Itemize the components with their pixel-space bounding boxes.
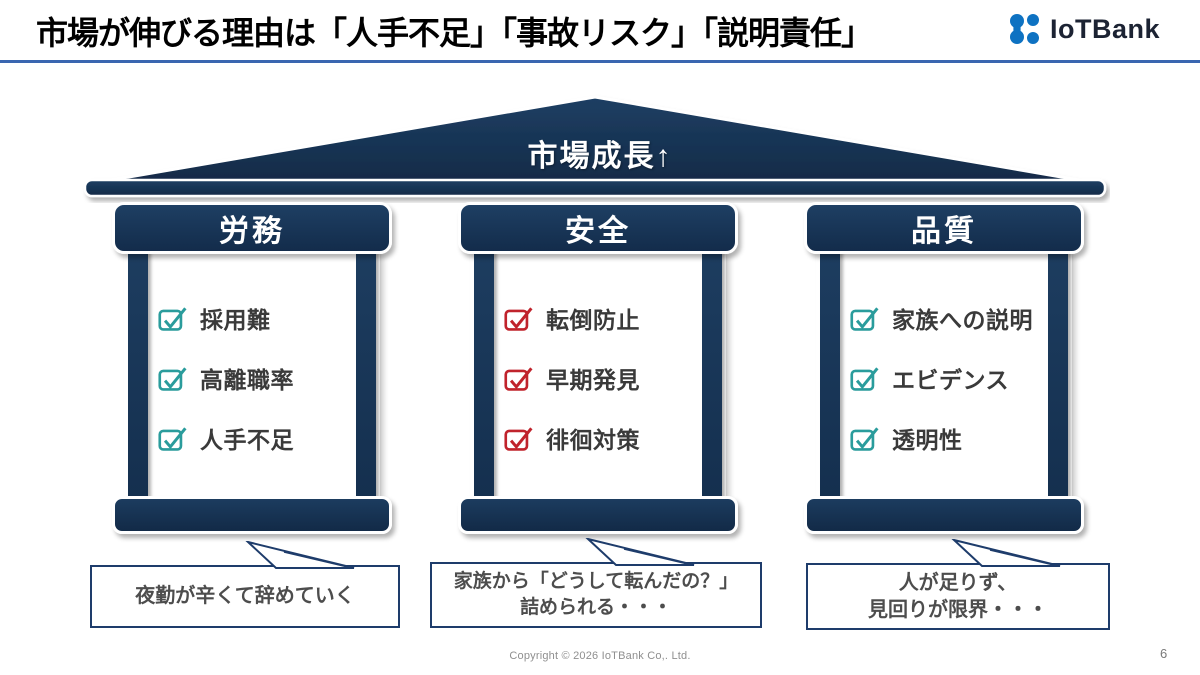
pillar-anzen: 安全 転倒防止 早期発見 徘徊対策 — [458, 202, 738, 534]
pillar-header: 品質 — [804, 202, 1084, 254]
checklist-item-label: 早期発見 — [546, 367, 640, 393]
pillar-column-left — [474, 248, 494, 506]
checklist-item: 透明性 — [850, 408, 1064, 468]
callout-roumu: 夜勤が辛くて辞めていく — [90, 541, 400, 628]
checklist-item-label: 家族への説明 — [892, 307, 1033, 333]
pillar-column-right — [356, 248, 376, 506]
checklist-item: 徘徊対策 — [504, 408, 718, 468]
checkbox-icon — [158, 307, 187, 331]
checklist-item: 早期発見 — [504, 348, 718, 408]
copyright-text: Copyright © 2026 IoTBank Co,. Ltd. — [509, 650, 691, 662]
checklist-item: エビデンス — [850, 348, 1064, 408]
callout-text: 家族から「どうして転んだの？」 — [453, 571, 739, 593]
pillar-checklist: 転倒防止 早期発見 徘徊対策 — [504, 288, 718, 468]
callout-tail — [585, 538, 695, 566]
pillar-base — [804, 496, 1084, 534]
pillar-base — [458, 496, 738, 534]
iotbank-logo-icon — [1010, 14, 1039, 44]
checklist-item: 高離職率 — [158, 348, 372, 408]
pillar-column-right — [702, 248, 722, 506]
checkbox-icon — [504, 367, 533, 391]
callout-hinshitsu: 人が足りず、 見回りが限界・・・ — [806, 539, 1110, 630]
iotbank-logo: IoTBank — [1006, 12, 1160, 46]
callout-tail — [245, 541, 355, 569]
checklist-item-label: 徘徊対策 — [546, 427, 640, 453]
checklist-item-label: エビデンス — [892, 367, 1010, 393]
roof-shape — [83, 95, 1107, 198]
checklist-item-label: 転倒防止 — [546, 307, 640, 333]
checklist-item-label: 透明性 — [892, 427, 963, 453]
pillar-roumu: 労務 採用難 高離職率 人手不足 — [112, 202, 392, 534]
title-underline — [0, 60, 1200, 63]
callout-text: 詰められる・・・ — [519, 597, 672, 618]
checkbox-icon — [504, 427, 533, 451]
checkbox-icon — [158, 367, 187, 391]
pillar-column-left — [128, 248, 148, 506]
callout-text: 見回りが限界・・・ — [868, 598, 1048, 621]
checkbox-icon — [504, 307, 533, 331]
checkbox-icon — [850, 367, 879, 391]
checkbox-icon — [158, 427, 187, 451]
checklist-item: 採用難 — [158, 288, 372, 348]
callout-text: 人が足りず、 — [898, 571, 1018, 594]
pillar-column-right — [1048, 248, 1068, 506]
callout-tail — [951, 539, 1061, 567]
checklist-item: 家族への説明 — [850, 288, 1064, 348]
pillar-hinshitsu: 品質 家族への説明 エビデンス 透明性 — [804, 202, 1084, 534]
checklist-item-label: 高離職率 — [200, 367, 294, 393]
pillar-header: 安全 — [458, 202, 738, 254]
pillar-header: 労務 — [112, 202, 392, 254]
checklist-item-label: 採用難 — [200, 307, 271, 333]
page-title: 市場が伸びる理由は「人手不足」「事故リスク」「説明責任」 — [36, 15, 873, 51]
callout-anzen: 家族から「どうして転んだの？」 詰められる・・・ — [430, 538, 762, 628]
iotbank-logo-text: IoTBank — [1050, 13, 1161, 44]
checkbox-icon — [850, 307, 879, 331]
checklist-item-label: 人手不足 — [200, 427, 294, 453]
page-number: 6 — [1160, 646, 1168, 661]
checkbox-icon — [850, 427, 879, 451]
callout-text: 夜勤が辛くて辞めていく — [135, 585, 355, 607]
checklist-item: 転倒防止 — [504, 288, 718, 348]
pillar-column-left — [820, 248, 840, 506]
pillar-checklist: 家族への説明 エビデンス 透明性 — [850, 288, 1064, 468]
checklist-item: 人手不足 — [158, 408, 372, 468]
pillar-checklist: 採用難 高離職率 人手不足 — [158, 288, 372, 468]
pillar-base — [112, 496, 392, 534]
roof-label: 市場成長↑ — [527, 140, 673, 173]
